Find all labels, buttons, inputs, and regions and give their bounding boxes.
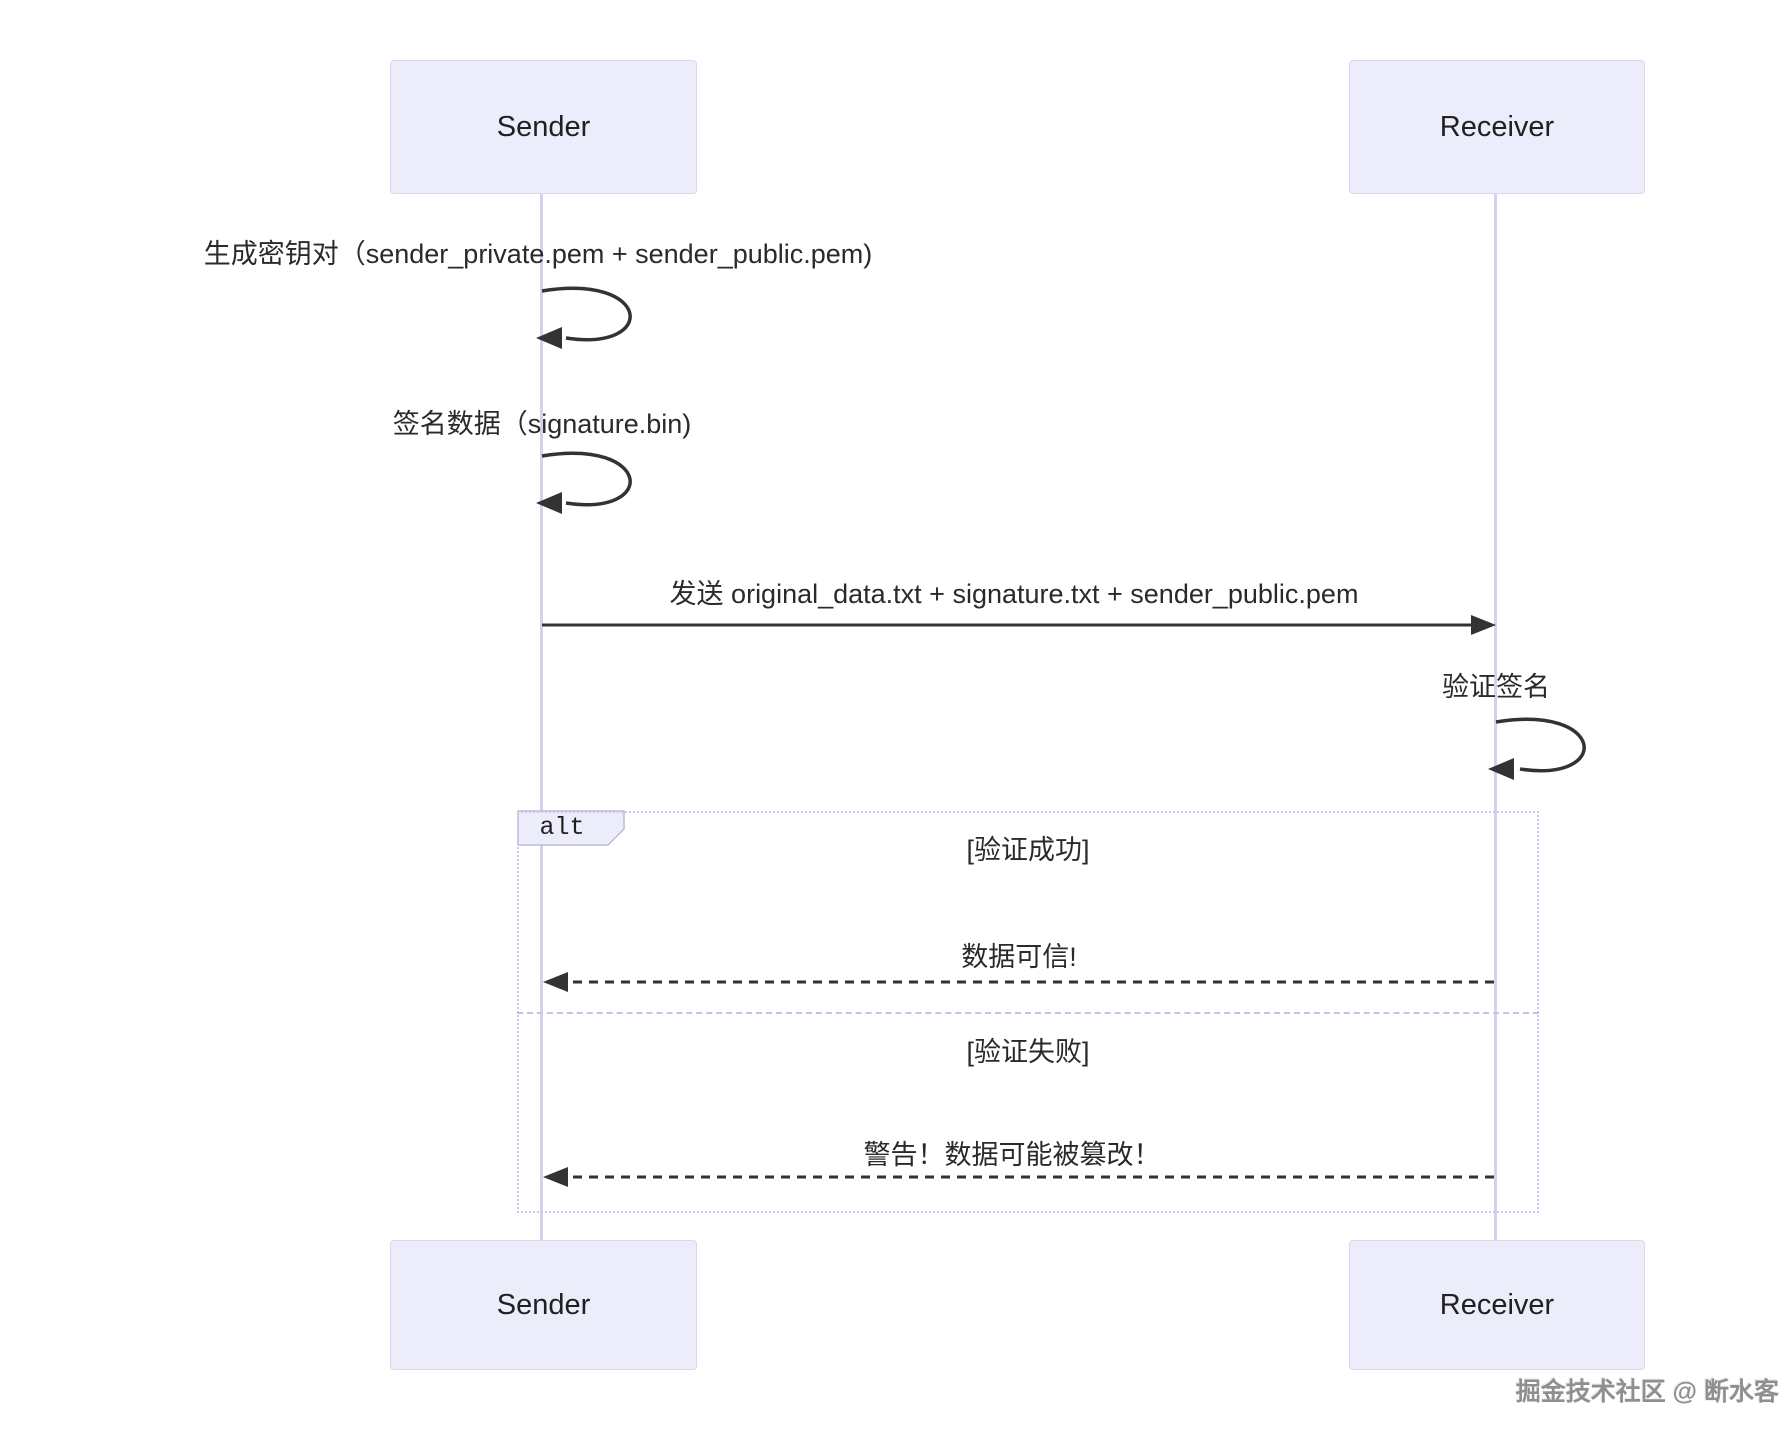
actor-sender-top: Sender — [390, 60, 697, 194]
message-send-label: 发送 original_data.txt + signature.txt + s… — [669, 579, 1359, 609]
alt-fail-condition: [验证失败] — [966, 1037, 1090, 1067]
alt-fail-message: 警告！数据可能被篡改！ — [863, 1140, 1161, 1170]
self-loop-verify-arrow — [1495, 717, 1586, 773]
watermark: 掘金技术社区 @ 断水客 — [1515, 1378, 1779, 1406]
actor-sender-bottom-label: Sender — [496, 1288, 591, 1321]
alt-success-message: 数据可信! — [961, 942, 1077, 972]
alt-tab-label: alt — [539, 813, 585, 842]
actor-sender-top-label: Sender — [496, 110, 591, 143]
send-message-arrowhead — [1471, 615, 1496, 635]
actor-receiver-top-label: Receiver — [1439, 110, 1555, 143]
message-sign-label: 签名数据（signature.bin) — [392, 409, 692, 439]
message-verify-label: 验证签名 — [1442, 672, 1550, 702]
self-loop-sign-arrow — [541, 451, 632, 507]
actor-receiver-bottom-label: Receiver — [1439, 1288, 1555, 1321]
actor-receiver-top: Receiver — [1349, 60, 1645, 194]
self-loop-verify-arrowhead — [1488, 758, 1514, 780]
actor-receiver-bottom: Receiver — [1349, 1240, 1645, 1370]
actor-sender-bottom: Sender — [390, 1240, 697, 1370]
alt-success-condition: [验证成功] — [966, 835, 1090, 865]
message-keygen-label: 生成密钥对（sender_private.pem + sender_public… — [203, 239, 873, 269]
self-loop-keygen-arrow — [541, 286, 632, 342]
sender-lifeline — [540, 192, 543, 1241]
receiver-lifeline — [1494, 192, 1497, 1241]
alt-section-divider — [517, 1012, 1539, 1014]
